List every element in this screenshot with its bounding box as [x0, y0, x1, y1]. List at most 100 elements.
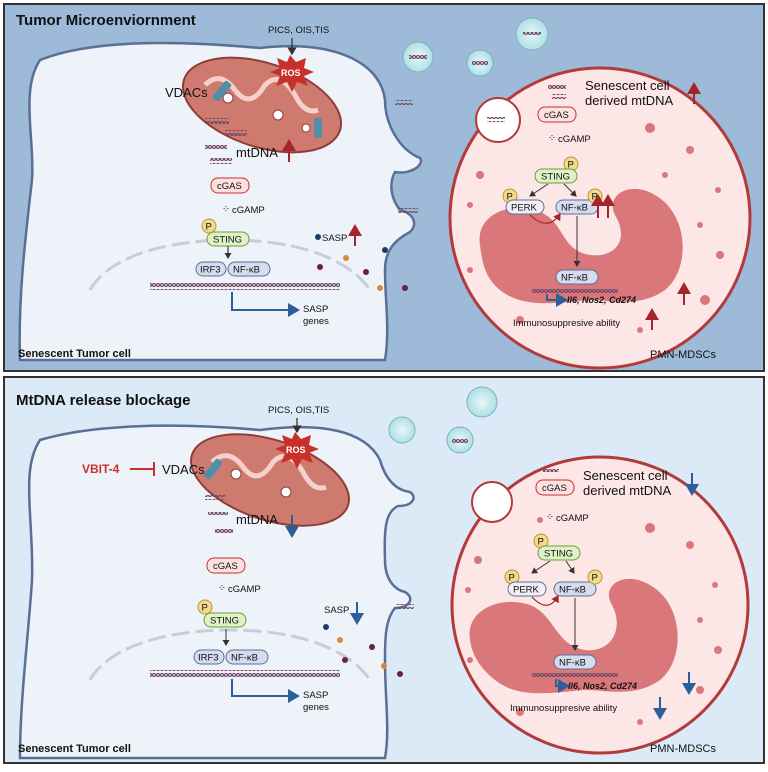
bottom-triggers-label: PICS, OIS,TIS: [268, 405, 329, 416]
top-p-badge: [201, 218, 217, 234]
bottom-mdsc-nfkb-p-label: P: [592, 573, 598, 584]
top-mtdna-fragments: [205, 118, 229, 124]
top-ros-burst: [270, 55, 314, 92]
top-triggers-label: PICS, OIS,TIS: [268, 25, 329, 36]
top-sasp-genes-label-2: genes: [303, 316, 329, 327]
top-mdsc-genes-label: Il6, Nos2, Cd274: [567, 295, 636, 305]
bottom-mdsc-perk-box: [507, 581, 547, 597]
bottom-cgas-label: cGAS: [213, 561, 238, 572]
top-mdsc-perk-box: [505, 199, 545, 215]
bottom-mdsc-vacuole: [471, 481, 513, 523]
bottom-inhibitor-label: VBIT-4: [82, 462, 120, 476]
top-sasp-dots: [315, 234, 408, 291]
bottom-ros-burst: [275, 432, 319, 469]
bottom-mtdna-label: mtDNA: [236, 512, 278, 527]
top-mdsc-label: PMN-MDSCs: [650, 349, 716, 361]
top-mtdna-fragment-4: [210, 158, 232, 164]
bottom-cgamp-label: cGAMP: [228, 584, 261, 595]
top-mdsc-nuclear-nfkb-label: NF-κB: [561, 273, 588, 284]
bottom-mdsc-transcription-arrow: [555, 679, 570, 693]
top-sting-label: STING: [213, 235, 242, 246]
top-mdsc-cgamp-dots: ⁘: [548, 133, 556, 144]
bottom-p-label: P: [202, 603, 208, 614]
top-mdsc-vacuole-dna: [487, 117, 505, 122]
top-mdsc-perk-label: PERK: [511, 203, 538, 214]
bottom-mdsc-sting-to-nfkb: [565, 560, 575, 574]
bottom-ros-label: ROS: [286, 445, 306, 455]
bottom-nuclear-envelope: [88, 628, 372, 681]
top-mdsc-sting-to-perk: [529, 183, 549, 197]
top-transcription-arrow: [231, 292, 300, 317]
bottom-mdsc-cgas-label: cGAS: [542, 483, 567, 494]
top-mdsc-title-1: Senescent cell: [585, 78, 670, 93]
bottom-mtdna-fragment-1: [205, 495, 225, 500]
bottom-mdsc-label: PMN-MDSCs: [650, 743, 716, 755]
top-mdsc-sting-label: STING: [541, 172, 570, 183]
bottom-vesicles: [388, 386, 498, 609]
top-mdsc-cgas-box: [537, 106, 577, 123]
bottom-sasp-label: SASP: [324, 605, 349, 616]
bottom-mdsc-nuclear-nfkb-box: [553, 654, 597, 670]
bottom-mtdna-fragment-3: [215, 528, 233, 533]
top-mdsc-immuno-label: Immunosuppresive ability: [513, 318, 620, 329]
top-mdsc-mtdna: [548, 84, 566, 89]
bottom-mdsc-sting-p-label: P: [538, 537, 544, 548]
bottom-p-badge: [197, 599, 213, 615]
bottom-mdsc-granules: [465, 517, 722, 725]
bottom-mdsc-sting-label: STING: [544, 549, 573, 560]
top-cgas-box: [210, 177, 250, 194]
bottom-mdsc-nuclear-nfkb-label: NF-κB: [559, 658, 586, 669]
bottom-irf3-label: IRF3: [198, 653, 219, 664]
bottom-mdsc-title-1: Senescent cell: [583, 468, 668, 483]
top-nfkb-label: NF-κB: [233, 265, 260, 276]
top-mdsc-mtdna-2: [552, 94, 566, 99]
top-sasp-genes-label-1: SASP: [303, 304, 328, 315]
bottom-mdsc-nfkb-label: NF-κB: [559, 585, 586, 596]
top-mdsc-cgamp-label: cGAMP: [558, 134, 591, 145]
top-mtdna-fragment-3: [205, 144, 227, 150]
bottom-mdsc-perk-p-label: P: [509, 573, 515, 584]
top-sasp-label: SASP: [322, 233, 347, 244]
bottom-mdsc-immuno-label: Immunosuppresive ability: [510, 703, 617, 714]
top-cgamp-dots: ⁘: [222, 204, 230, 215]
bottom-nfkb-box: [225, 649, 269, 665]
bottom-mdsc-sting-box: [537, 545, 581, 561]
bottom-sasp-genes-label-1: SASP: [303, 690, 328, 701]
bottom-sting-box: [203, 612, 247, 628]
top-vdacs-label: VDACs: [165, 85, 208, 100]
bottom-mdsc-cgamp-dots: ⁘: [546, 512, 554, 523]
bottom-mdsc-nfkb-p: [587, 569, 603, 585]
bottom-mdsc-sting-to-perk: [531, 560, 551, 574]
top-mdsc-title-2: derived mtDNA: [585, 93, 673, 108]
top-nfkb-box: [227, 261, 271, 277]
top-mtdna-fragment-2: [225, 130, 247, 136]
top-cell-label: Senescent Tumor cell: [18, 348, 131, 360]
top-mdsc-transcription-arrow: [546, 293, 568, 307]
top-ros-label: ROS: [281, 68, 301, 78]
top-p-label: P: [206, 222, 212, 233]
top-mdsc-sting-box: [534, 168, 578, 184]
top-mdsc-nucleus: [479, 188, 683, 304]
bottom-mdsc-perk-nfkb-arrow: [531, 594, 559, 606]
top-panel-title: Tumor Microenviornment: [16, 12, 196, 29]
top-mdsc-nfkb-p-label: P: [592, 192, 598, 203]
top-irf3-label: IRF3: [200, 265, 221, 276]
bottom-mdsc-perk-label: PERK: [513, 585, 540, 596]
bottom-vdacs-label: VDACs: [162, 462, 205, 477]
bottom-mdsc-genes-label: Il6, Nos2, Cd274: [568, 681, 637, 691]
bottom-mdsc-cgas-box: [535, 479, 575, 496]
bottom-nfkb-label: NF-κB: [231, 653, 258, 664]
bottom-mdsc-mtdna: [543, 467, 559, 472]
top-vesicles: [395, 17, 549, 213]
top-irf3-box: [195, 261, 227, 277]
bottom-mdsc-nucleus: [469, 578, 678, 694]
top-mdsc-nfkb-label: NF-κB: [561, 203, 588, 214]
bottom-irf3-box: [193, 649, 225, 665]
bottom-cell-label: Senescent Tumor cell: [18, 743, 131, 755]
top-mtdna-label: mtDNA: [236, 145, 278, 160]
bottom-cgas-box: [206, 557, 246, 574]
top-cgamp-label: cGAMP: [232, 205, 265, 216]
bottom-cgamp-dots: ⁘: [218, 583, 226, 594]
bottom-chromatin-dna: [150, 670, 340, 677]
